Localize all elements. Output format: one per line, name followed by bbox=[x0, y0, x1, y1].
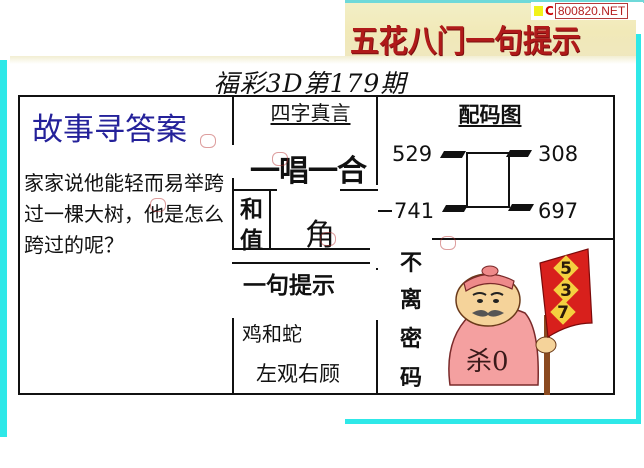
grid-left-border bbox=[18, 95, 20, 395]
story-line: 家家说他能轻而易举跨 bbox=[24, 171, 224, 195]
seal-stamp bbox=[320, 232, 336, 246]
middle-row-divider-1b bbox=[340, 189, 378, 191]
match-number-top-right: 308 bbox=[538, 142, 579, 166]
vertical-label-char: 码 bbox=[399, 365, 422, 391]
banner-number: 5 bbox=[560, 259, 572, 279]
middle-row-divider-2 bbox=[232, 248, 378, 250]
four-word-phrase: 一唱一合 bbox=[250, 154, 367, 189]
match-chart-title: 配码图 bbox=[458, 102, 522, 127]
banner-number: 7 bbox=[557, 303, 569, 323]
connector-bar-bottom-right bbox=[507, 204, 535, 211]
watermark-prefix: C bbox=[545, 4, 554, 18]
seal-stamp bbox=[150, 198, 166, 212]
divider-right-bottom bbox=[376, 320, 378, 395]
sum-label-char: 和 bbox=[240, 196, 263, 223]
connector-bar-bottom-left bbox=[441, 205, 469, 212]
sum-inner-divider bbox=[269, 190, 271, 250]
story-line: 跨过的呢？ bbox=[24, 233, 124, 257]
four-word-title: 四字真言 bbox=[270, 101, 351, 125]
sum-value: 角 bbox=[305, 218, 335, 253]
grid-bottom-border bbox=[18, 393, 615, 395]
story-question: 家家说他能轻而易举跨 过一棵大树，他是怎么 跨过的呢？ bbox=[24, 168, 234, 261]
match-number-top-left: 529 bbox=[392, 142, 433, 166]
divider-left-bottom bbox=[232, 318, 234, 395]
header-title: 五花八门一句提示 bbox=[350, 24, 581, 60]
vertical-label-char: 密 bbox=[399, 326, 422, 352]
frame-bottom-stripe bbox=[345, 419, 641, 424]
banner-number: 3 bbox=[560, 281, 572, 301]
right-tick-2 bbox=[378, 210, 392, 212]
cartoon-figure: 5 3 7 bbox=[448, 248, 593, 395]
hint-line-2: 左观右顾 bbox=[256, 362, 340, 386]
connector-bar-top-left bbox=[439, 151, 467, 158]
match-number-bottom-right: 697 bbox=[538, 199, 579, 223]
watermark: C 800820.NET bbox=[531, 2, 643, 20]
divider-left-top bbox=[232, 95, 234, 145]
vertical-label-char: 离 bbox=[399, 287, 422, 313]
watermark-site: 800820.NET bbox=[554, 3, 629, 19]
cover-patch bbox=[370, 220, 402, 268]
sum-label: 和 值 bbox=[240, 194, 266, 256]
issue-title: 福彩3D第179期 bbox=[213, 69, 407, 98]
vertical-label-char: 不 bbox=[399, 250, 422, 276]
frame-top-stripe bbox=[345, 0, 644, 3]
frame-right-stripe bbox=[636, 34, 641, 424]
divider-right-top bbox=[376, 95, 378, 185]
header-fade bbox=[10, 56, 636, 64]
grid-top-border bbox=[18, 95, 615, 97]
seal-stamp bbox=[200, 134, 216, 148]
middle-row-divider-3 bbox=[232, 262, 378, 264]
right-row-divider bbox=[432, 238, 615, 240]
match-diagram-box bbox=[466, 152, 510, 208]
seal-stamp bbox=[272, 152, 288, 166]
middle-row-divider-1a bbox=[232, 189, 277, 191]
seal-stamp bbox=[440, 236, 456, 250]
sum-label-char: 值 bbox=[240, 227, 263, 254]
grid-right-border bbox=[613, 95, 615, 395]
hint-title: 一句提示 bbox=[243, 273, 335, 299]
kill-number-label: 杀0 bbox=[466, 347, 509, 377]
story-line: 过一棵大树，他是怎么 bbox=[24, 202, 224, 226]
frame-left-stripe bbox=[0, 60, 7, 437]
match-number-bottom-left: 741 bbox=[394, 199, 435, 223]
watermark-square-icon bbox=[534, 6, 543, 16]
hint-line-1: 鸡和蛇 bbox=[242, 322, 302, 346]
story-title: 故事寻答案 bbox=[32, 112, 187, 148]
divider-left-mid bbox=[232, 178, 234, 248]
